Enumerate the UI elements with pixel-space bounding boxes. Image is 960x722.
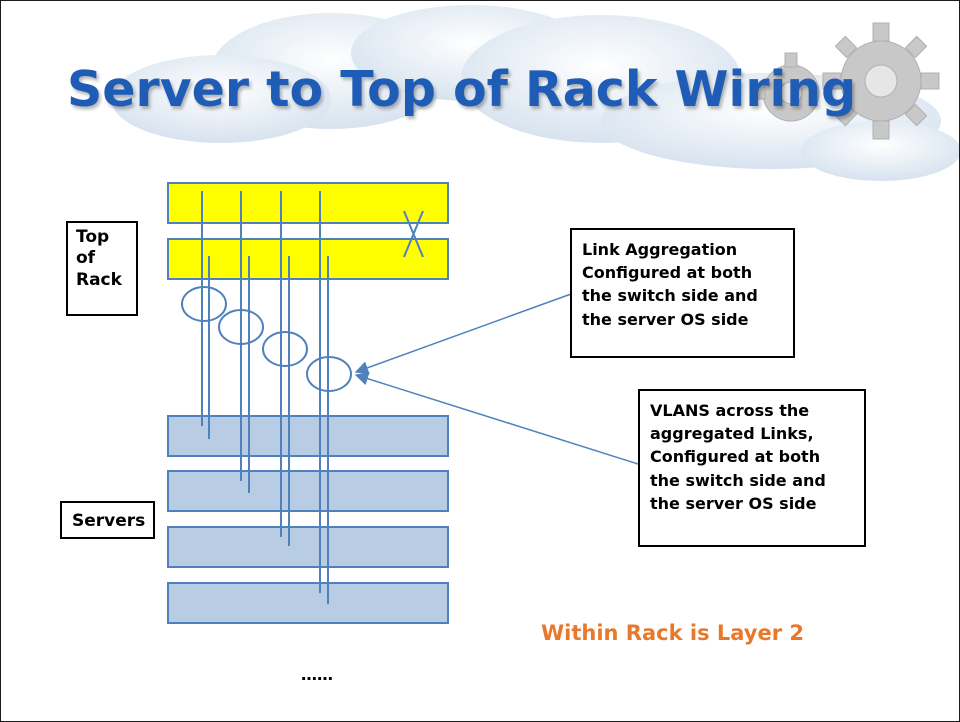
link-aggregation-ellipse bbox=[306, 356, 352, 392]
link-aggregation-ellipse bbox=[262, 331, 308, 367]
vlans-callout: VLANS across the aggregated Links, Confi… bbox=[638, 389, 866, 547]
tor-switch-1 bbox=[167, 182, 449, 224]
tor-switch-2 bbox=[167, 238, 449, 280]
link-aggregation-ellipse bbox=[218, 309, 264, 345]
servers-label: Servers bbox=[60, 501, 155, 539]
more-servers-ellipsis: …… bbox=[301, 665, 333, 684]
server-3 bbox=[167, 526, 449, 568]
server-1 bbox=[167, 415, 449, 457]
slide-title: Server to Top of Rack Wiring bbox=[67, 61, 857, 118]
link-aggregation-callout: Link Aggregation Configured at both the … bbox=[570, 228, 795, 358]
server-2 bbox=[167, 470, 449, 512]
cloud-icon bbox=[111, 5, 959, 181]
server-4 bbox=[167, 582, 449, 624]
layer-2-note: Within Rack is Layer 2 bbox=[541, 621, 805, 645]
arrow-link-aggregation bbox=[354, 293, 572, 375]
top-of-rack-label: Top of Rack bbox=[66, 221, 138, 316]
link-aggregation-ellipse bbox=[181, 286, 227, 322]
switch-cross-link bbox=[403, 210, 424, 258]
gear-icon bbox=[750, 22, 940, 140]
arrow-vlans bbox=[354, 372, 639, 465]
